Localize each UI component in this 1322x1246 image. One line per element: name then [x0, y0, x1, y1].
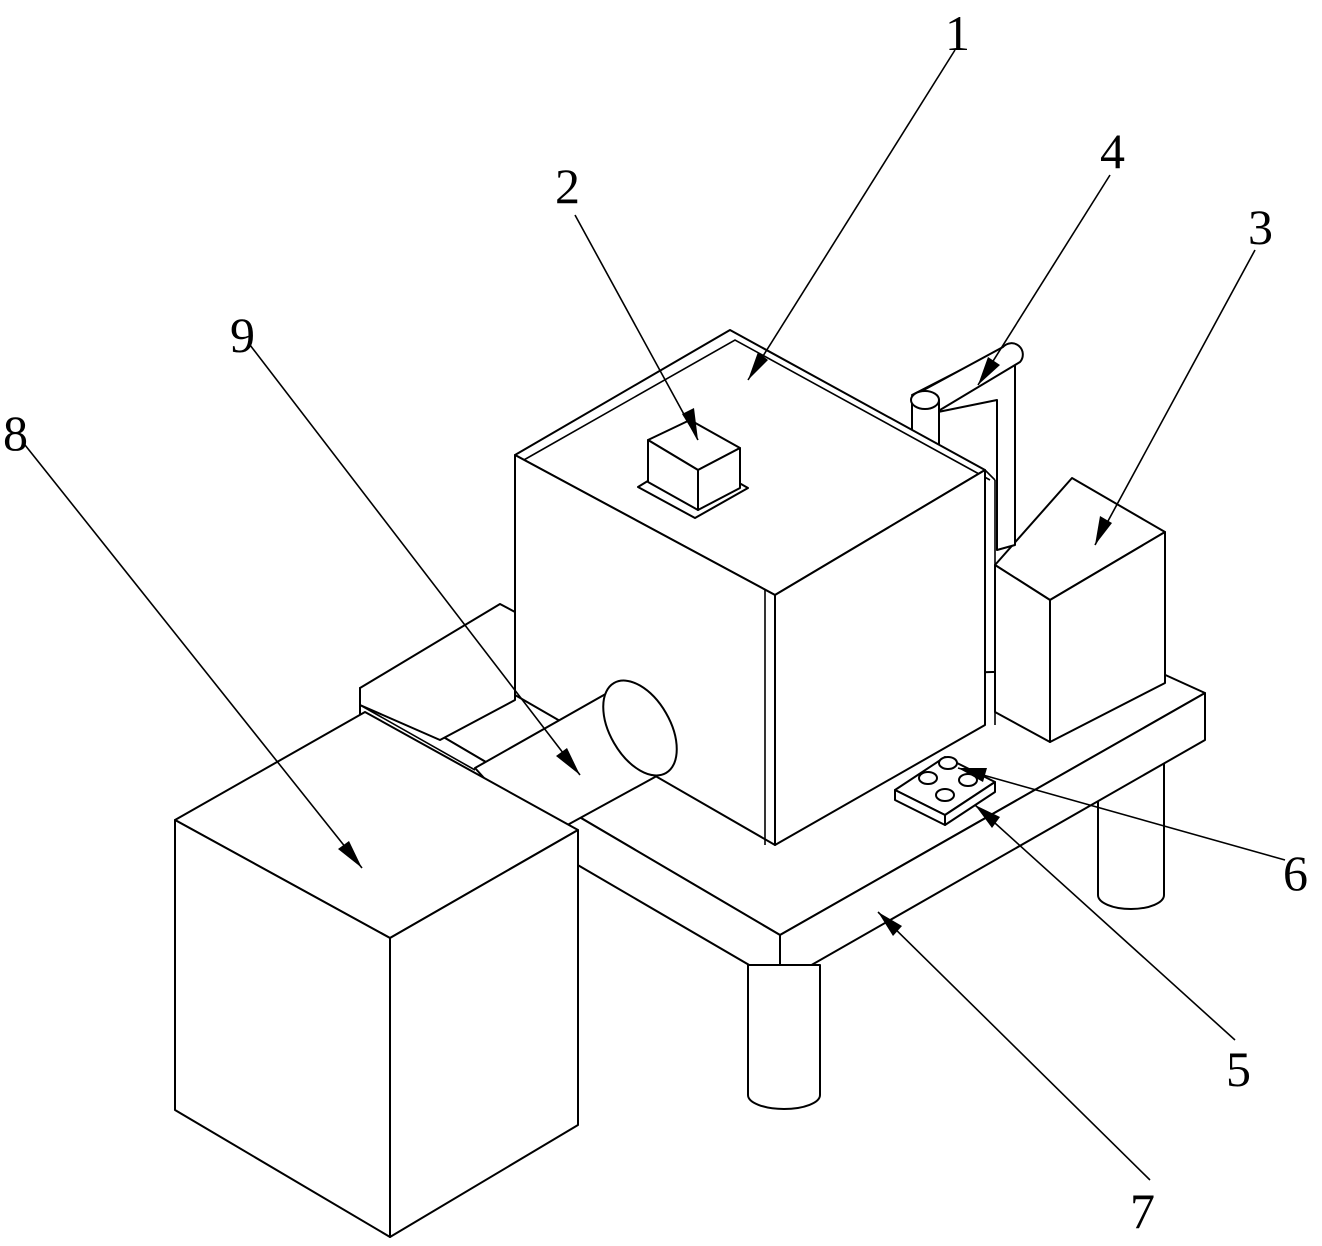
- motor-box: [174, 711, 579, 1238]
- main-housing: [514, 329, 996, 846]
- leg-back-right: [1097, 759, 1165, 910]
- leader-2: [574, 214, 699, 441]
- leader-4: [977, 174, 1111, 386]
- leader-8: [24, 444, 363, 869]
- leader-9: [249, 344, 581, 776]
- callout-5: 5: [1226, 1041, 1251, 1097]
- leader-7: [877, 911, 1151, 1181]
- callout-4: 4: [1100, 123, 1125, 179]
- leader-6: [957, 767, 1286, 861]
- callout-8: 8: [3, 405, 28, 461]
- leader-3: [1094, 249, 1256, 546]
- callout-3: 3: [1248, 199, 1273, 255]
- leader-lines: [24, 49, 1286, 1181]
- callout-9: 9: [230, 307, 255, 363]
- callout-6: 6: [1283, 845, 1308, 901]
- callout-1: 1: [945, 5, 970, 61]
- callout-2: 2: [555, 158, 580, 214]
- top-knob: [637, 419, 749, 519]
- leader-5: [974, 804, 1236, 1041]
- side-box: [994, 477, 1166, 743]
- rear-rail: [359, 603, 516, 771]
- callout-7: 7: [1130, 1183, 1155, 1239]
- leader-1: [747, 49, 956, 381]
- leg-front: [747, 964, 821, 1110]
- callout-labels: 1 2 3 4 5 6 7 8 9: [3, 5, 1308, 1239]
